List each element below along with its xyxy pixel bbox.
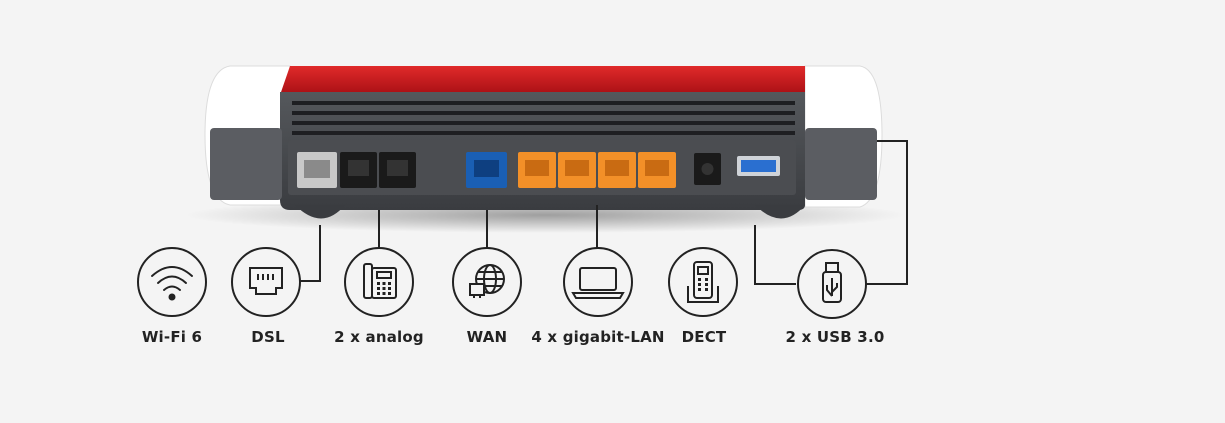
connector-lines [300,140,908,285]
wifi-icon [151,266,193,301]
analog-icon-circle [344,247,414,317]
usb-stick-icon [822,262,842,303]
router-red-top [280,66,805,95]
dsl-icon-circle [231,247,301,317]
telephone-icon [363,263,397,299]
lan-port-3-inner [605,160,629,176]
wan-port-inner [474,160,499,177]
power-port-inner [701,163,714,175]
router-foot-right [755,205,805,219]
laptop-icon [571,267,625,299]
router-foot-left [295,205,345,219]
router-right-bumper [805,128,877,200]
lan-icon-circle [563,247,633,317]
feature-label-usb: 2 x USB 3.0 [785,328,885,346]
feature-label-wan: WAN [466,328,508,346]
feature-label-analog: 2 x analog [334,328,424,346]
lan-port-4-inner [645,160,669,176]
fon-port-1-inner [348,160,369,176]
router-vents [292,101,795,135]
dsl-port-inner [304,160,330,178]
feature-label-lan: 4 x gigabit-LAN [531,328,665,346]
lan-port-1-inner [525,160,549,176]
feature-label-dect: DECT [681,328,727,346]
wifi-icon-circle [137,247,207,317]
fon-port-2-inner [387,160,408,176]
globe-network-icon [469,264,505,298]
cordless-phone-icon [687,261,719,303]
dect-icon-circle [668,247,738,317]
feature-label-wifi: Wi-Fi 6 [141,328,203,346]
ethernet-port-icon [249,267,283,295]
wan-icon-circle [452,247,522,317]
usb-port-inner [741,160,776,172]
usb-icon-circle [797,249,867,319]
router-left-bumper [210,128,282,200]
lan-port-2-inner [565,160,589,176]
feature-label-dsl: DSL [251,328,285,346]
